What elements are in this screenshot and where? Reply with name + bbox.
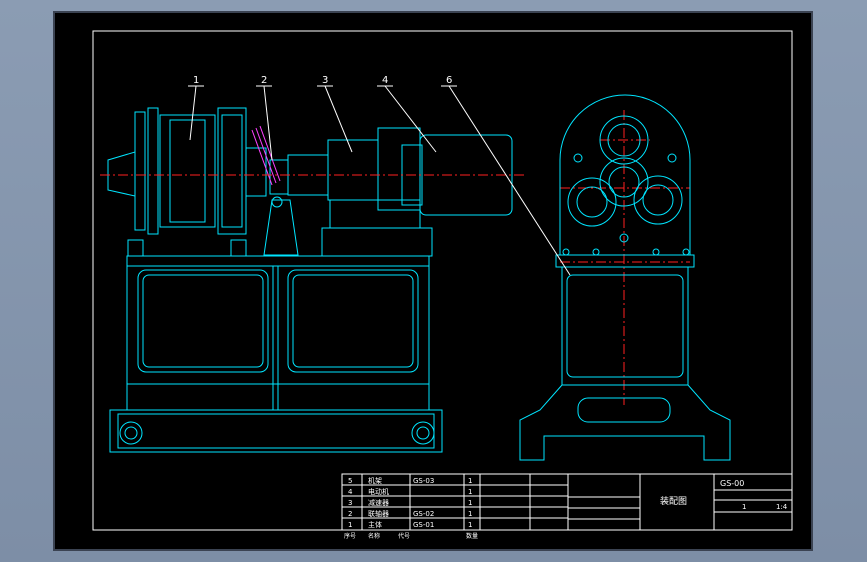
- part-row-3-code: GS-03: [413, 477, 434, 485]
- centerlines: [100, 110, 690, 405]
- drawing-number: GS-00: [720, 479, 744, 488]
- leader-lines: [188, 85, 571, 276]
- cad-viewport[interactable]: [53, 11, 813, 551]
- bolt-icon: [562, 248, 570, 256]
- part-row-4-no: 4: [348, 488, 353, 496]
- part-row-3-no: 3: [348, 499, 352, 507]
- part-row-1-qty: 1: [468, 521, 472, 529]
- header-name: 名称: [368, 532, 380, 540]
- drawing-sheets: 1: [742, 503, 746, 511]
- balloon-2: 2: [261, 75, 267, 86]
- part-row-5-no: 5: [348, 477, 352, 485]
- header-code: 代号: [398, 532, 410, 540]
- bearing-circle-icon: [599, 157, 649, 207]
- part-row-5-qty: 1: [468, 477, 472, 485]
- front-view: [107, 107, 513, 453]
- bearing-circle-icon: [599, 115, 649, 165]
- header-no: 序号: [344, 532, 356, 540]
- balloon-3: 3: [322, 75, 328, 86]
- part-row-2-code: GS-02: [413, 510, 434, 518]
- title-block: 5 机架 1 4 电动机 1 3 GS-03 减速器 1 2 GS-02 联轴器…: [341, 473, 793, 540]
- part-row-2-qty: 1: [468, 510, 472, 518]
- part-row-1-no: 1: [348, 521, 352, 529]
- bearing-circle-icon: [411, 421, 435, 445]
- part-row-1-code: GS-01: [413, 521, 434, 529]
- balloon-1: 1: [193, 75, 199, 86]
- side-view: [519, 94, 731, 461]
- part-row-2-name: 联轴器: [368, 509, 389, 518]
- front-view-hatching: [251, 125, 281, 186]
- balloon-labels: 1 2 3 4 6: [193, 75, 452, 86]
- drawing-name: 装配图: [660, 495, 687, 507]
- part-row-5-name: 机架: [368, 476, 382, 485]
- bolt-icon: [667, 153, 677, 163]
- part-row-3-qty: 1: [468, 499, 472, 507]
- part-row-1-name: 主体: [368, 520, 382, 529]
- bearing-circle-icon: [119, 421, 143, 445]
- part-row-4-name: 电动机: [368, 487, 389, 496]
- balloon-4: 4: [382, 75, 388, 86]
- part-row-4-qty: 1: [468, 488, 472, 496]
- bolt-icon: [592, 248, 600, 256]
- header-qty: 数量: [466, 532, 478, 540]
- part-row-3-name: 减速器: [368, 498, 389, 507]
- drawing-scale: 1:4: [776, 503, 788, 511]
- bolt-icon: [652, 248, 660, 256]
- bolt-icon: [619, 233, 629, 243]
- balloon-6: 6: [446, 75, 452, 86]
- title-block-text: 5 机架 1 4 电动机 1 3 GS-03 减速器 1 2 GS-02 联轴器…: [344, 476, 788, 540]
- bearing-circle-icon: [567, 177, 617, 227]
- bolt-icon: [682, 248, 690, 256]
- part-row-2-no: 2: [348, 510, 352, 518]
- drawing-border: [92, 30, 793, 531]
- bearing-circle-icon: [633, 175, 683, 225]
- bolt-icon: [573, 153, 583, 163]
